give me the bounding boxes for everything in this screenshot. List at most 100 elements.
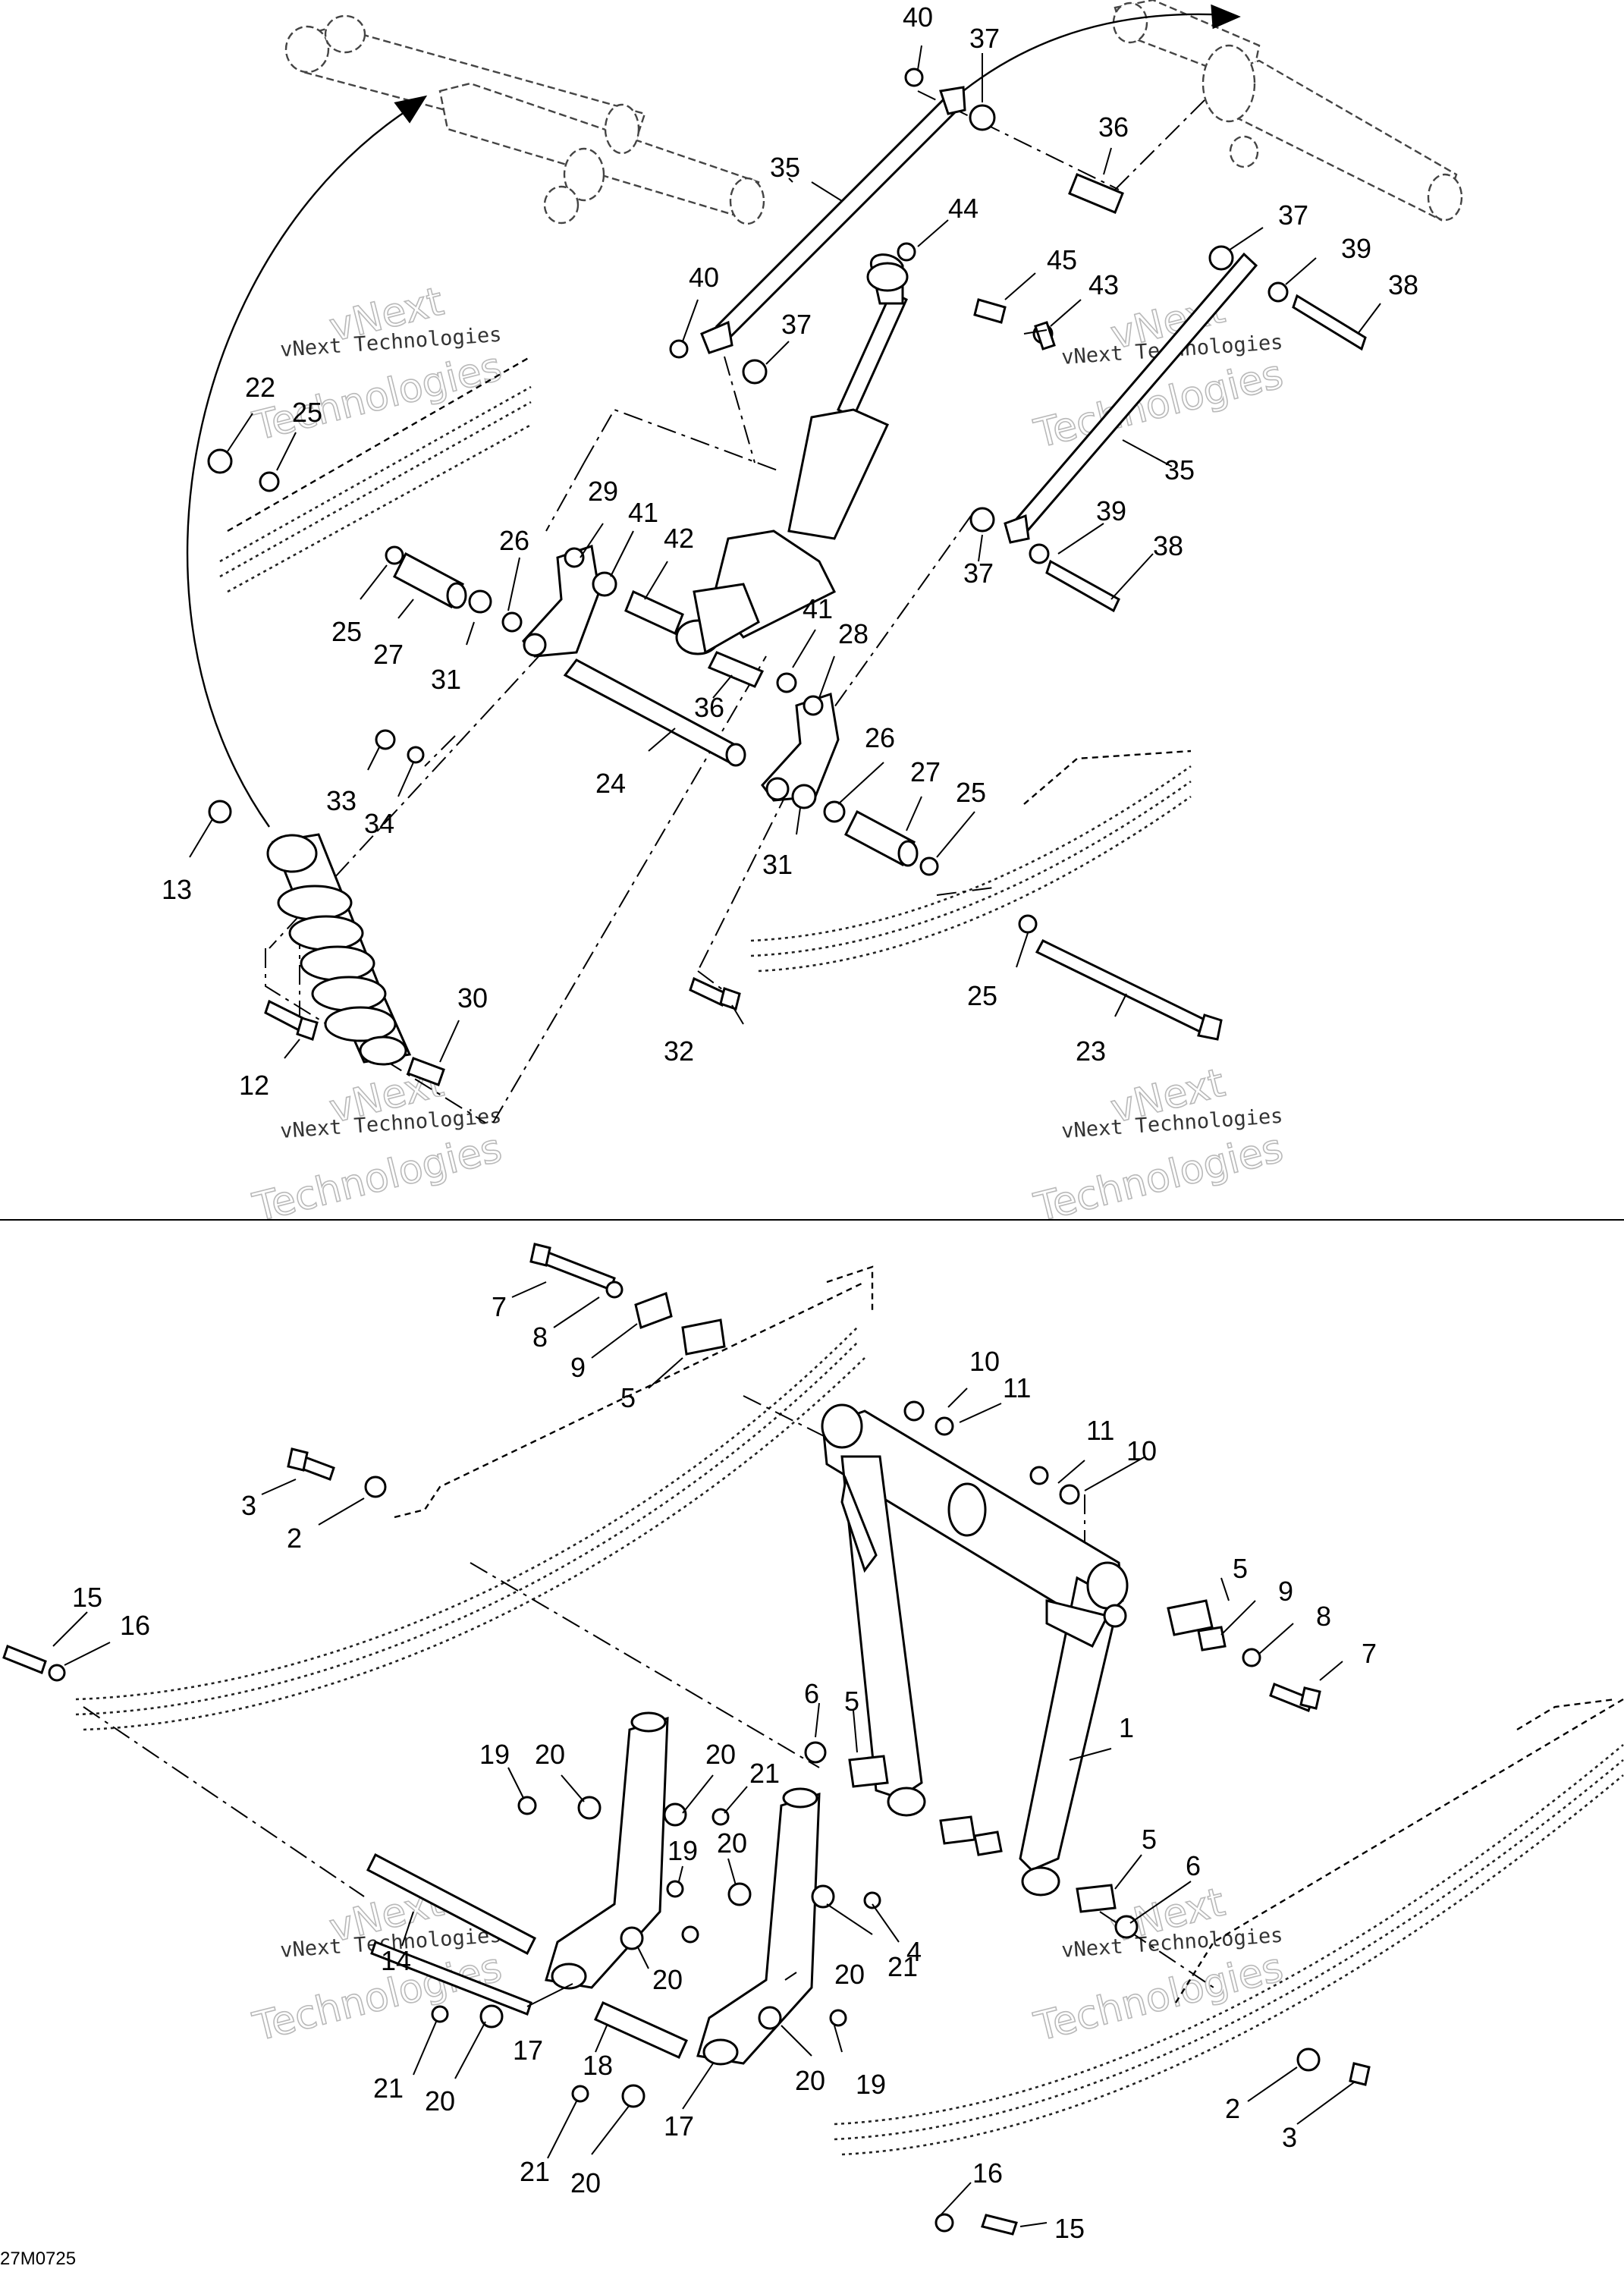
callout-7: 7 [492,1291,507,1322]
callout-20: 20 [535,1739,565,1770]
bolts-bottom [2,1243,1371,2236]
callout-5: 5 [1142,1824,1157,1855]
callout-23: 23 [1076,1036,1106,1067]
callout-16: 16 [972,2157,1003,2189]
callout-38: 38 [1388,269,1418,300]
spacer-27a [393,552,467,609]
arc-arrow-left [186,105,414,828]
shock-absorber [266,833,412,1066]
callout-3: 3 [241,1490,256,1521]
callout-21: 21 [749,1758,780,1789]
callout-24: 24 [595,768,626,799]
centerline [1114,98,1207,190]
callout-37: 37 [963,558,994,589]
damper-upper [675,253,909,655]
callout-37: 37 [969,23,1000,54]
shaft-14 [366,1853,536,1956]
callout-30: 30 [457,982,488,1014]
rail-upper-left [219,355,532,593]
callout-8: 8 [532,1321,548,1353]
callout-20: 20 [705,1739,736,1770]
callout-5: 5 [1233,1553,1248,1584]
callout-21: 21 [520,2156,550,2187]
callout-26: 26 [499,525,529,556]
link-rod-35-lower [1004,252,1258,544]
callout-8: 8 [1316,1601,1331,1632]
hardware-top [207,68,1367,1041]
arrow-head-right [1211,4,1241,30]
centerline [470,1562,820,1768]
callout-20: 20 [717,1827,747,1859]
callout-25: 25 [956,777,986,808]
spacer-30 [407,1057,445,1086]
callout-28: 28 [838,618,869,649]
centerline [743,1395,835,1442]
callout-11: 11 [1086,1415,1114,1446]
callout-4: 4 [906,1936,922,1967]
centerline [936,887,994,896]
callout-2: 2 [1225,2093,1240,2124]
callout-37: 37 [1278,200,1308,231]
callout-10: 10 [1126,1435,1157,1466]
callout-37: 37 [781,309,812,340]
callout-20: 20 [652,1964,683,1995]
ghost-arm-right [1112,0,1463,222]
ghost-arm-left [284,14,765,225]
shaft-18 [594,2001,688,2059]
watermark: vNext vNext Technologies Technologies [1029,1060,1288,1232]
top-assembly [186,0,1463,1124]
callout-20: 20 [570,2167,601,2198]
callout-labels: 40 37 36 35 44 45 43 40 37 37 39 38 35 2… [72,2,1418,2244]
leader-lines-top [189,45,1381,1063]
watermark: vNext vNext Technologies Technologies [1029,1879,1288,2051]
callout-31: 31 [762,849,793,880]
bottom-assembly [2,1243,1624,2236]
callout-35: 35 [770,152,800,183]
callout-16: 16 [120,1610,150,1641]
centerline [545,462,585,532]
centerline [424,735,456,767]
rail-lower-left [75,1265,874,1731]
callout-31: 31 [431,664,461,695]
callout-18: 18 [583,2050,613,2081]
callout-7: 7 [1362,1638,1377,1669]
callout-39: 39 [1341,233,1371,264]
centerline [1099,1911,1214,1988]
callout-33: 33 [326,785,357,816]
spacer-45 [973,298,1007,324]
centerline [818,515,972,729]
callout-17: 17 [664,2110,694,2142]
tube-24 [563,658,746,767]
a-arm-frame [821,1403,1129,1897]
callout-35: 35 [1164,454,1195,486]
callout-21: 21 [887,1951,918,1982]
callout-10: 10 [969,1346,1000,1377]
rail-lower-right [834,1698,1624,2156]
callout-19: 19 [856,2069,886,2100]
spacer-36b [707,651,765,688]
callout-26: 26 [865,722,895,753]
callout-12: 12 [239,1070,269,1101]
callout-15: 15 [72,1582,102,1613]
callout-3: 3 [1282,2122,1297,2153]
callout-15: 15 [1054,2213,1085,2244]
callout-42: 42 [664,523,694,554]
centerline [697,970,729,995]
callout-34: 34 [364,808,394,839]
callout-13: 13 [162,874,192,905]
callout-21: 21 [373,2073,404,2104]
spacer-36a [1068,173,1124,214]
callout-11: 11 [1003,1372,1031,1403]
callout-25: 25 [967,980,997,1011]
hardware-links [431,1796,881,2108]
callout-19: 19 [668,1835,698,1866]
callout-45: 45 [1047,244,1077,275]
leader-lines-bottom [52,1281,1355,2227]
callout-2: 2 [287,1523,302,1554]
callout-32: 32 [664,1036,694,1067]
centerline [492,655,767,1124]
callout-19: 19 [479,1739,510,1770]
link-plate-17-right [696,1787,821,2066]
callout-14: 14 [381,1945,411,1976]
